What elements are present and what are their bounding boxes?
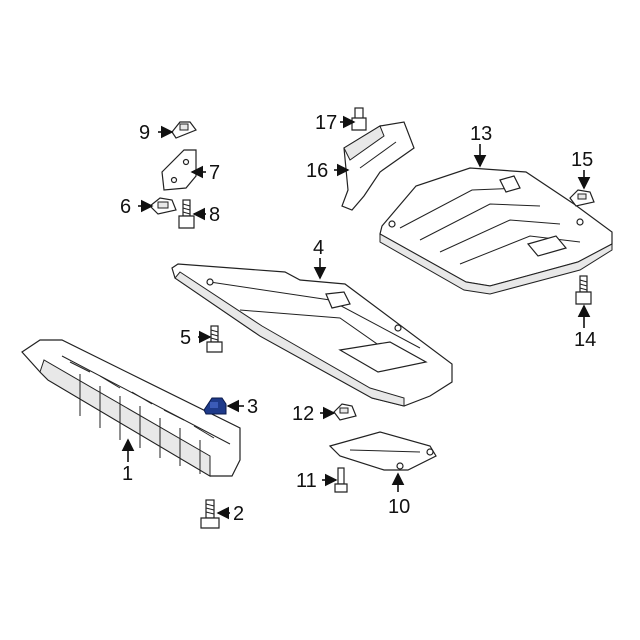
callout-2: 2: [233, 503, 245, 525]
leader-arrows: [121, 115, 591, 520]
part-11-bolt[interactable]: [334, 467, 348, 493]
callout-3: 3: [247, 396, 259, 418]
part-4-center-shield[interactable]: [171, 263, 453, 407]
callout-7: 7: [209, 162, 221, 184]
part-5-bolt[interactable]: [206, 325, 223, 353]
callout-10: 10: [388, 496, 411, 518]
callout-15: 15: [571, 149, 594, 171]
callout-12: 12: [292, 403, 315, 425]
callout-9: 9: [139, 122, 151, 144]
part-8-bolt[interactable]: [178, 199, 195, 229]
callout-5: 5: [180, 327, 192, 349]
callout-11: 11: [296, 470, 317, 492]
callout-1: 1: [122, 463, 134, 485]
part-15-clip[interactable]: [569, 189, 595, 207]
part-7-bracket[interactable]: [161, 149, 197, 191]
part-2-bolt[interactable]: [200, 499, 220, 529]
callout-13: 13: [470, 123, 493, 145]
callout-14: 14: [574, 329, 597, 351]
callout-8: 8: [209, 204, 221, 226]
callout-6: 6: [120, 196, 132, 218]
part-1-deflector[interactable]: [21, 339, 241, 477]
part-14-bolt[interactable]: [575, 275, 592, 305]
part-17-bolt[interactable]: [351, 107, 367, 131]
part-10-plate[interactable]: [328, 431, 437, 471]
part-6-clip[interactable]: [149, 197, 177, 215]
part-13-rear-shield[interactable]: [379, 167, 613, 295]
part-9-clip[interactable]: [171, 121, 197, 139]
part-16-bracket[interactable]: [341, 121, 415, 211]
part-12-clip[interactable]: [333, 403, 357, 421]
callout-17: 17: [315, 112, 338, 134]
part-3-clip[interactable]: [203, 397, 227, 415]
callout-16: 16: [306, 160, 329, 182]
callout-4: 4: [313, 237, 325, 259]
